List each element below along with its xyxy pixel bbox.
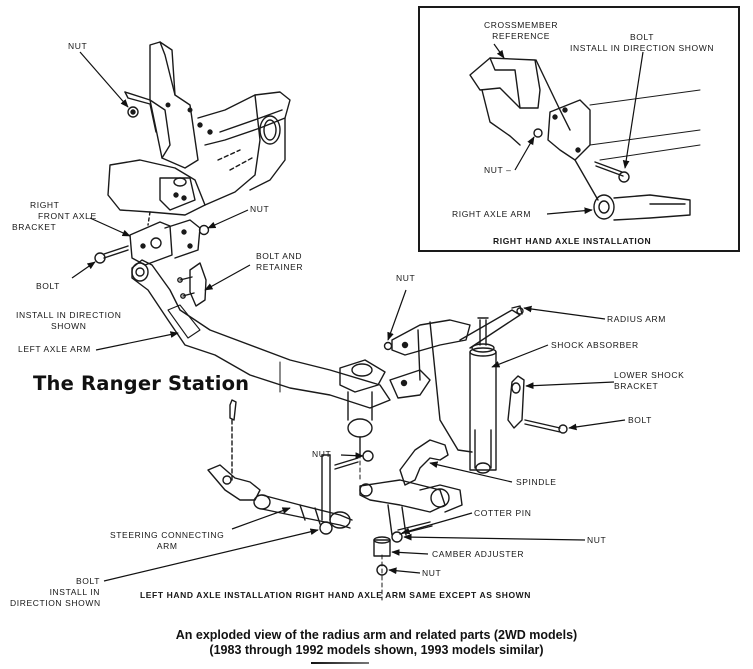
- radius-arm-bracket-part: [383, 305, 524, 453]
- label-line: REFERENCE: [492, 31, 550, 41]
- bracket-bolt-part: [94, 245, 129, 264]
- label-right-front-axle-bracket: RIGHT FRONT AXLE BRACKET: [12, 200, 97, 233]
- right-front-axle-bracket-part: [129, 211, 201, 266]
- bolt-and-retainer-part: [177, 262, 207, 307]
- label-line: BOLT: [76, 576, 100, 586]
- label-line: BOLT AND: [256, 251, 303, 261]
- label-inset-bolt: BOLT INSTALL IN DIRECTION SHOWN: [570, 32, 714, 54]
- label-nut-bracket: NUT: [250, 204, 270, 214]
- label-line: DIRECTION SHOWN: [10, 598, 101, 608]
- label-nut-spindle: NUT: [312, 449, 332, 459]
- label-line: CROSSMEMBER: [484, 20, 559, 30]
- label-nut-top: NUT: [68, 41, 88, 51]
- label-line: STEERING CONNECTING: [110, 530, 225, 540]
- label-line: RIGHT: [30, 200, 60, 210]
- ball-joint-part: [339, 359, 386, 456]
- nut-top-part: [127, 106, 139, 118]
- watermark-title: The Ranger Station: [33, 372, 250, 395]
- left-axle-arm-part: [131, 259, 391, 409]
- spindle-nut-part: [334, 450, 374, 470]
- steering-connecting-arm-part: [207, 464, 353, 529]
- label-steering-connecting-arm: STEERING CONNECTING ARM: [110, 530, 224, 552]
- label-radius-arm: RADIUS ARM: [607, 314, 666, 324]
- label-right-axle-arm: RIGHT AXLE ARM: [452, 209, 532, 219]
- label-bottom-note: LEFT HAND AXLE INSTALLATION RIGHT HAND A…: [140, 590, 532, 600]
- label-line: SHOWN: [50, 321, 87, 331]
- label-cotter-pin: COTTER PIN: [474, 508, 532, 518]
- label-bolt-shock: BOLT: [628, 415, 652, 425]
- label-nut-radius: NUT: [396, 273, 416, 283]
- label-line: BRACKET: [614, 381, 659, 391]
- shock-absorber-part: [469, 317, 497, 474]
- lower-shock-bracket-part: [507, 375, 568, 434]
- label-install-in-direction: INSTALL IN DIRECTION SHOWN: [16, 310, 122, 332]
- caption-underline: [311, 662, 369, 664]
- cotter-pin-top-part: [229, 399, 237, 481]
- label-left-axle-arm: LEFT AXLE ARM: [18, 344, 91, 354]
- frame-crossmember: [107, 41, 291, 216]
- label-line: ARM: [156, 541, 178, 551]
- label-line: RETAINER: [256, 262, 304, 272]
- caption-line-2: (1983 through 1992 models shown, 1993 mo…: [209, 643, 544, 657]
- leader-lines: [71, 43, 644, 582]
- label-line: INSTALL IN DIRECTION: [16, 310, 122, 320]
- label-line: BRACKET: [12, 222, 57, 232]
- label-line: FRONT AXLE: [38, 211, 97, 221]
- label-crossmember-reference: CROSSMEMBER REFERENCE: [484, 20, 558, 42]
- caption-line-1: An exploded view of the radius arm and r…: [175, 628, 578, 642]
- label-lower-shock-bracket: LOWER SHOCK BRACKET: [614, 370, 684, 392]
- label-nut-cotter: NUT: [587, 535, 607, 545]
- label-bolt-bottom: BOLT INSTALL IN DIRECTION SHOWN: [10, 576, 100, 609]
- bracket-nut-part: [198, 224, 210, 236]
- label-shock-absorber: SHOCK ABSORBER: [551, 340, 639, 350]
- label-inset-nut: NUT –: [484, 165, 512, 175]
- label-nut-bottom: NUT: [422, 568, 442, 578]
- label-line: INSTALL IN DIRECTION SHOWN: [570, 43, 715, 53]
- inset-title: RIGHT HAND AXLE INSTALLATION: [493, 236, 652, 246]
- label-line: LOWER SHOCK: [614, 370, 685, 380]
- label-bolt-bracket: BOLT: [36, 281, 60, 291]
- label-spindle: SPINDLE: [516, 477, 557, 487]
- label-bolt-and-retainer: BOLT AND RETAINER: [256, 251, 303, 273]
- inset-frame: [418, 6, 740, 252]
- spindle-part: [359, 439, 463, 536]
- inset-drawing: [469, 57, 701, 221]
- label-line: INSTALL IN: [49, 587, 100, 597]
- label-line: BOLT: [630, 32, 655, 42]
- label-camber-adjuster: CAMBER ADJUSTER: [432, 549, 525, 559]
